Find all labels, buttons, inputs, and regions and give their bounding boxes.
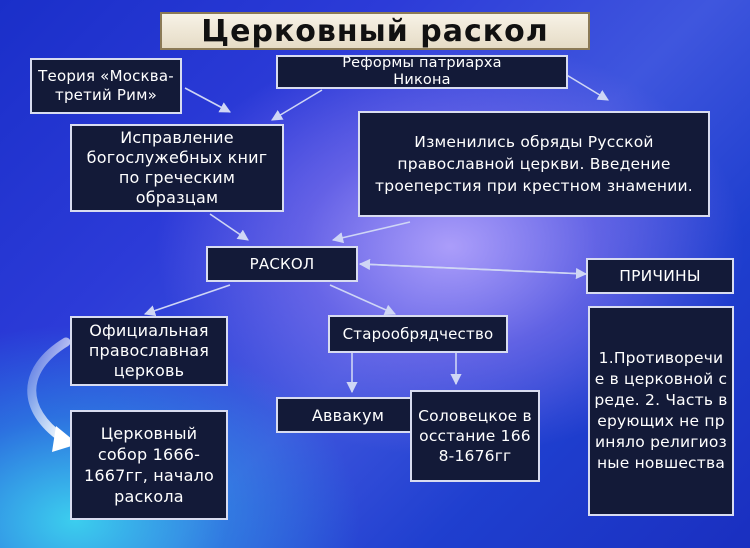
arrow-schism-to-oldbelievers: [329, 284, 397, 316]
node-reforms: Реформы патриарха Никона: [276, 55, 568, 89]
node-reasons: ПРИЧИНЫ: [586, 258, 734, 294]
arrow-schism-to-official: [143, 284, 231, 317]
arrow-correction-to-schism: [209, 213, 249, 241]
arrow-reforms-to-correction: [271, 89, 323, 121]
node-rites-changed: Изменились обряды Русской православной ц…: [358, 111, 710, 217]
node-solovki: Соловецкое восстание 1668-1676гг: [410, 390, 540, 482]
node-correction: Исправление богослужебных книг по гречес…: [70, 124, 284, 212]
node-theory: Теория «Москва-третий Рим»: [30, 58, 182, 114]
node-council: Церковный собор 1666-1667гг, начало раск…: [70, 410, 228, 520]
node-old-believers: Старообрядчество: [328, 315, 508, 353]
node-reasons-list: 1.Противоречие в церковной среде. 2. Час…: [588, 306, 734, 516]
arrow-theory-to-correction: [184, 87, 231, 113]
arrow-schism-to-reasons: [359, 263, 588, 280]
arrow-rites-to-schism: [331, 221, 411, 244]
node-avvakum: Аввакум: [276, 397, 420, 433]
node-official-church: Официальная православная церковь: [70, 316, 228, 386]
page-title: Церковный раскол: [160, 12, 590, 50]
arrow-reforms-to-rites: [564, 73, 609, 101]
arrow-reasons-to-schism: [358, 258, 587, 275]
arrow-official-to-council: [27, 337, 71, 443]
node-schism: РАСКОЛ: [206, 246, 358, 282]
